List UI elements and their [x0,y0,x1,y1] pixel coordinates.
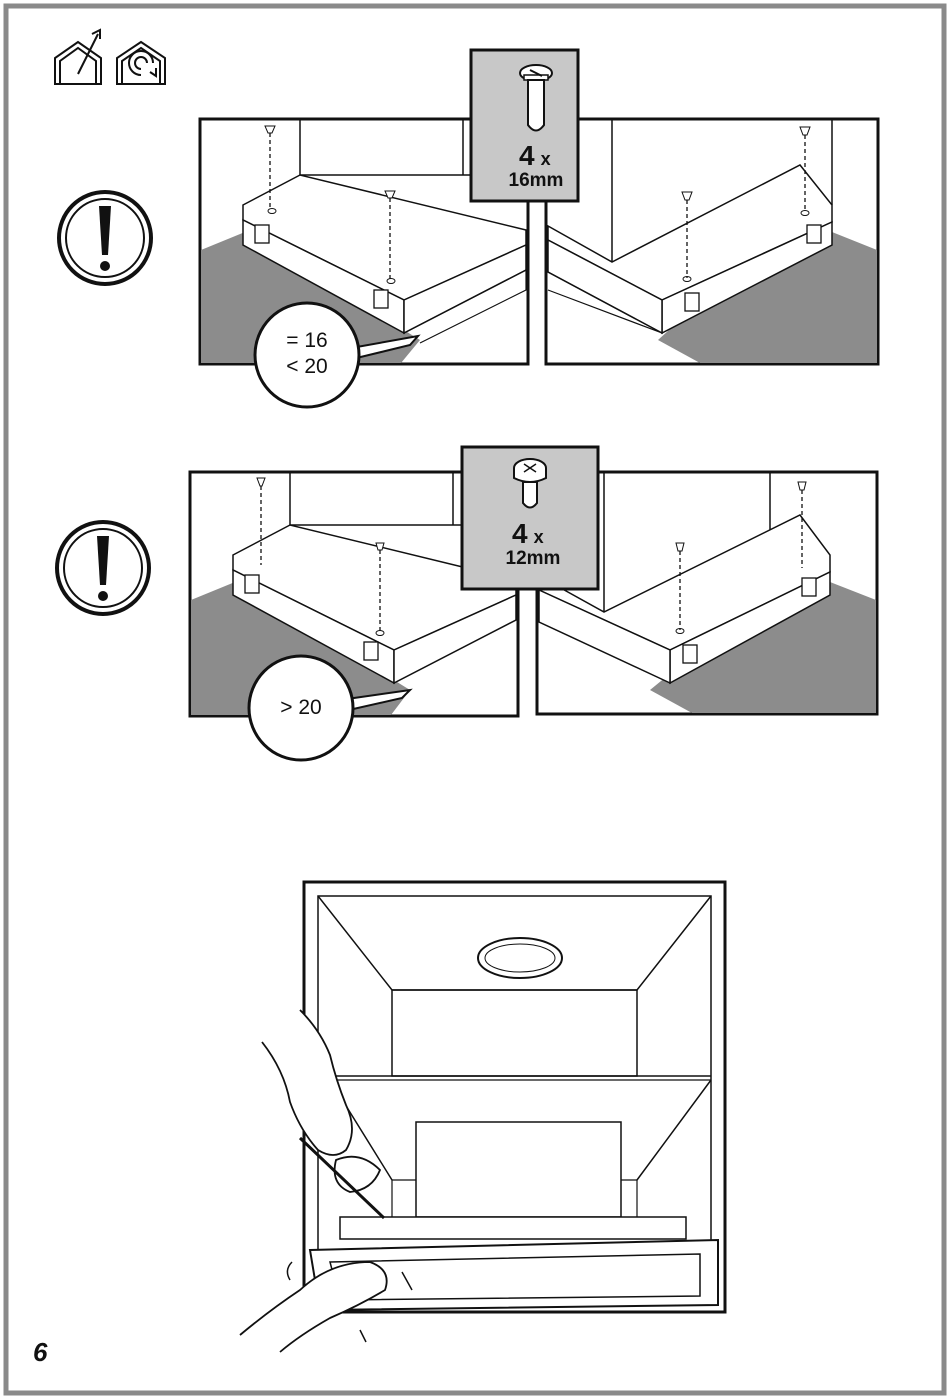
house-ducted-icon [55,30,101,84]
warning-icon [59,192,151,284]
warning-icon [57,522,149,614]
step1-callout-text: = 16 < 20 [262,328,352,380]
step2-callout-text: > 20 [256,695,346,721]
step1-screw-length: 16mm [491,170,581,192]
step2-screw-multiplier: x [534,527,544,547]
step2-screw-length: 12mm [488,548,578,570]
step1-callout-line1: = 16 [262,328,352,354]
step1-screw-count-value: 4 [519,140,535,171]
hood-interior-illustration [240,882,725,1352]
step1-screw-multiplier: x [541,149,551,169]
step1-callout-line2: < 20 [262,354,352,380]
step1-right-panel [546,119,878,364]
step2-screw-count-value: 4 [512,518,528,549]
step2-callout-line1: > 20 [256,695,346,721]
house-recirculation-icon [117,42,165,84]
page-number: 6 [33,1337,47,1368]
